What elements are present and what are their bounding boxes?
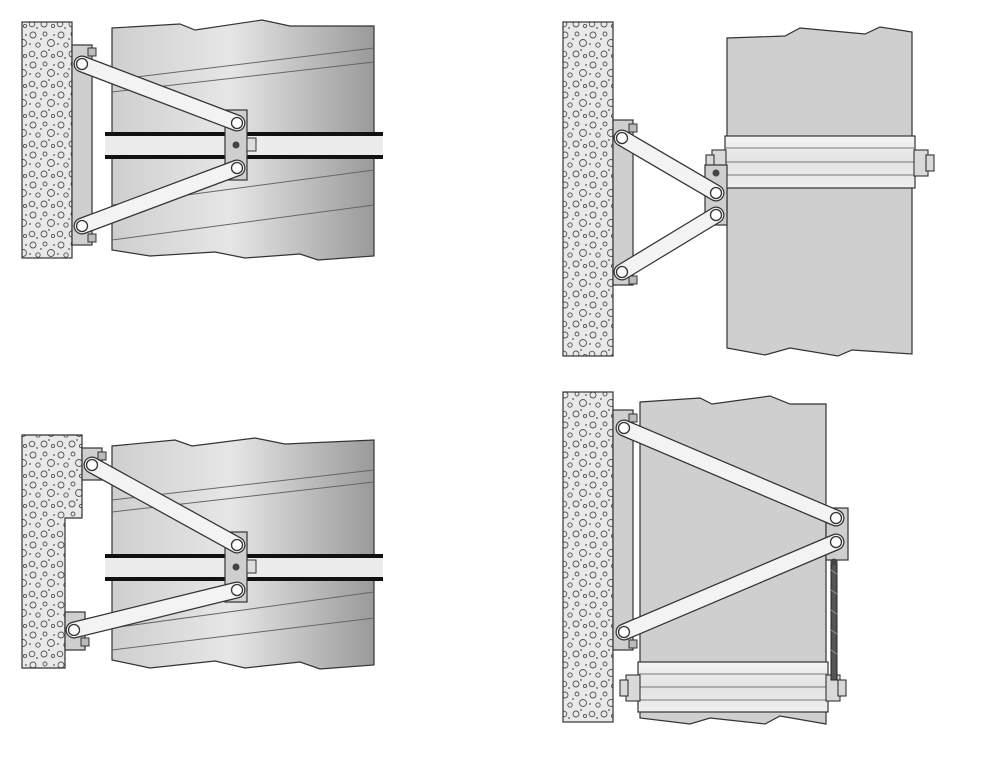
- clamp-nut: [246, 559, 257, 574]
- panel-top-right: [562, 21, 935, 357]
- wall-plate: [612, 409, 634, 651]
- rod-nut: [830, 558, 838, 566]
- wall-plate: [612, 119, 634, 286]
- concrete-wall: [562, 21, 614, 357]
- center-bolt: [712, 169, 720, 177]
- duct-body: [726, 26, 913, 357]
- concrete-wall: [562, 391, 614, 723]
- clamp-nut: [246, 137, 257, 152]
- panel-bottom-left: [21, 434, 383, 670]
- wall-plate: [71, 44, 93, 246]
- wall-bolts: [80, 451, 107, 647]
- panel-bottom-right: [562, 391, 849, 725]
- wall-bolts: [87, 47, 97, 243]
- wall-bolts: [628, 413, 638, 649]
- band-end-flanges: [619, 674, 847, 702]
- duct-body: [639, 395, 827, 725]
- center-bolt: [232, 563, 240, 571]
- spiral-seams: [111, 469, 375, 651]
- wall-bolts: [628, 123, 638, 285]
- pivot-pins: [615, 131, 723, 279]
- panel-top-left: [21, 19, 383, 261]
- pivot-pins: [617, 421, 843, 639]
- pivot-pins: [67, 458, 244, 637]
- stepped-concrete-wall: [21, 434, 83, 669]
- pivot-pins: [75, 57, 244, 233]
- center-bolt: [232, 141, 240, 149]
- concrete-wall: [21, 21, 73, 259]
